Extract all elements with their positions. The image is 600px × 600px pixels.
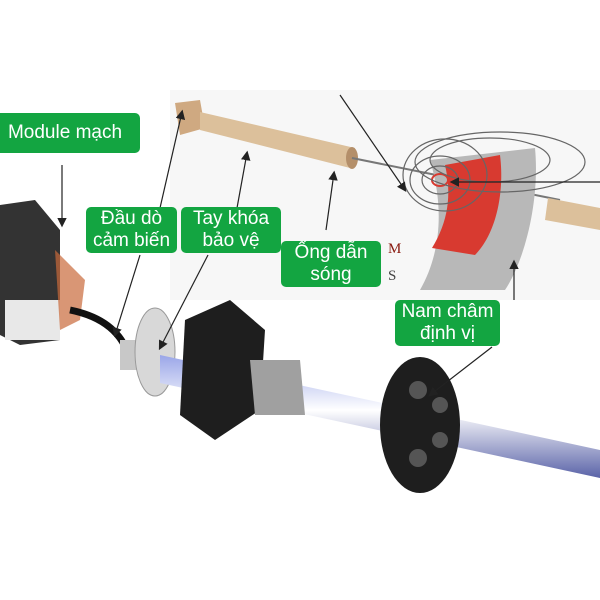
- label-text: Đầu dò: [100, 208, 163, 229]
- label-text: bảo vệ: [202, 230, 260, 251]
- float-ring: [380, 357, 460, 493]
- label-sensor-probe: Đầu dò cảm biến: [86, 207, 177, 253]
- label-text: cảm biến: [92, 230, 171, 251]
- label-text: Tay khóa: [192, 208, 270, 229]
- threaded-fitting: [250, 360, 305, 415]
- label-text: sóng: [310, 264, 352, 285]
- label-waveguide: Ống dẫn sóng: [281, 241, 381, 287]
- positioning-magnet: [420, 148, 536, 290]
- label-circuit-module: Module mạch: [0, 113, 140, 153]
- hex-lock-nut: [180, 300, 265, 440]
- label-text: Nam châm: [401, 301, 494, 322]
- magnetic-field-lines: [402, 131, 586, 212]
- waveguide-tube: [175, 100, 600, 230]
- magnet-pole-south: S: [388, 268, 397, 284]
- circuit-module: [0, 200, 134, 361]
- magnet-pole-north: M: [388, 241, 402, 257]
- label-text: Module mạch: [7, 122, 123, 143]
- label-positioning-magnet: Nam châm định vị: [395, 300, 500, 346]
- label-protective-lock: Tay khóa bảo vệ: [181, 207, 281, 253]
- leader-lines: [57, 94, 600, 397]
- label-text: Ống dẫn: [294, 242, 368, 263]
- label-text: định vị: [420, 323, 475, 344]
